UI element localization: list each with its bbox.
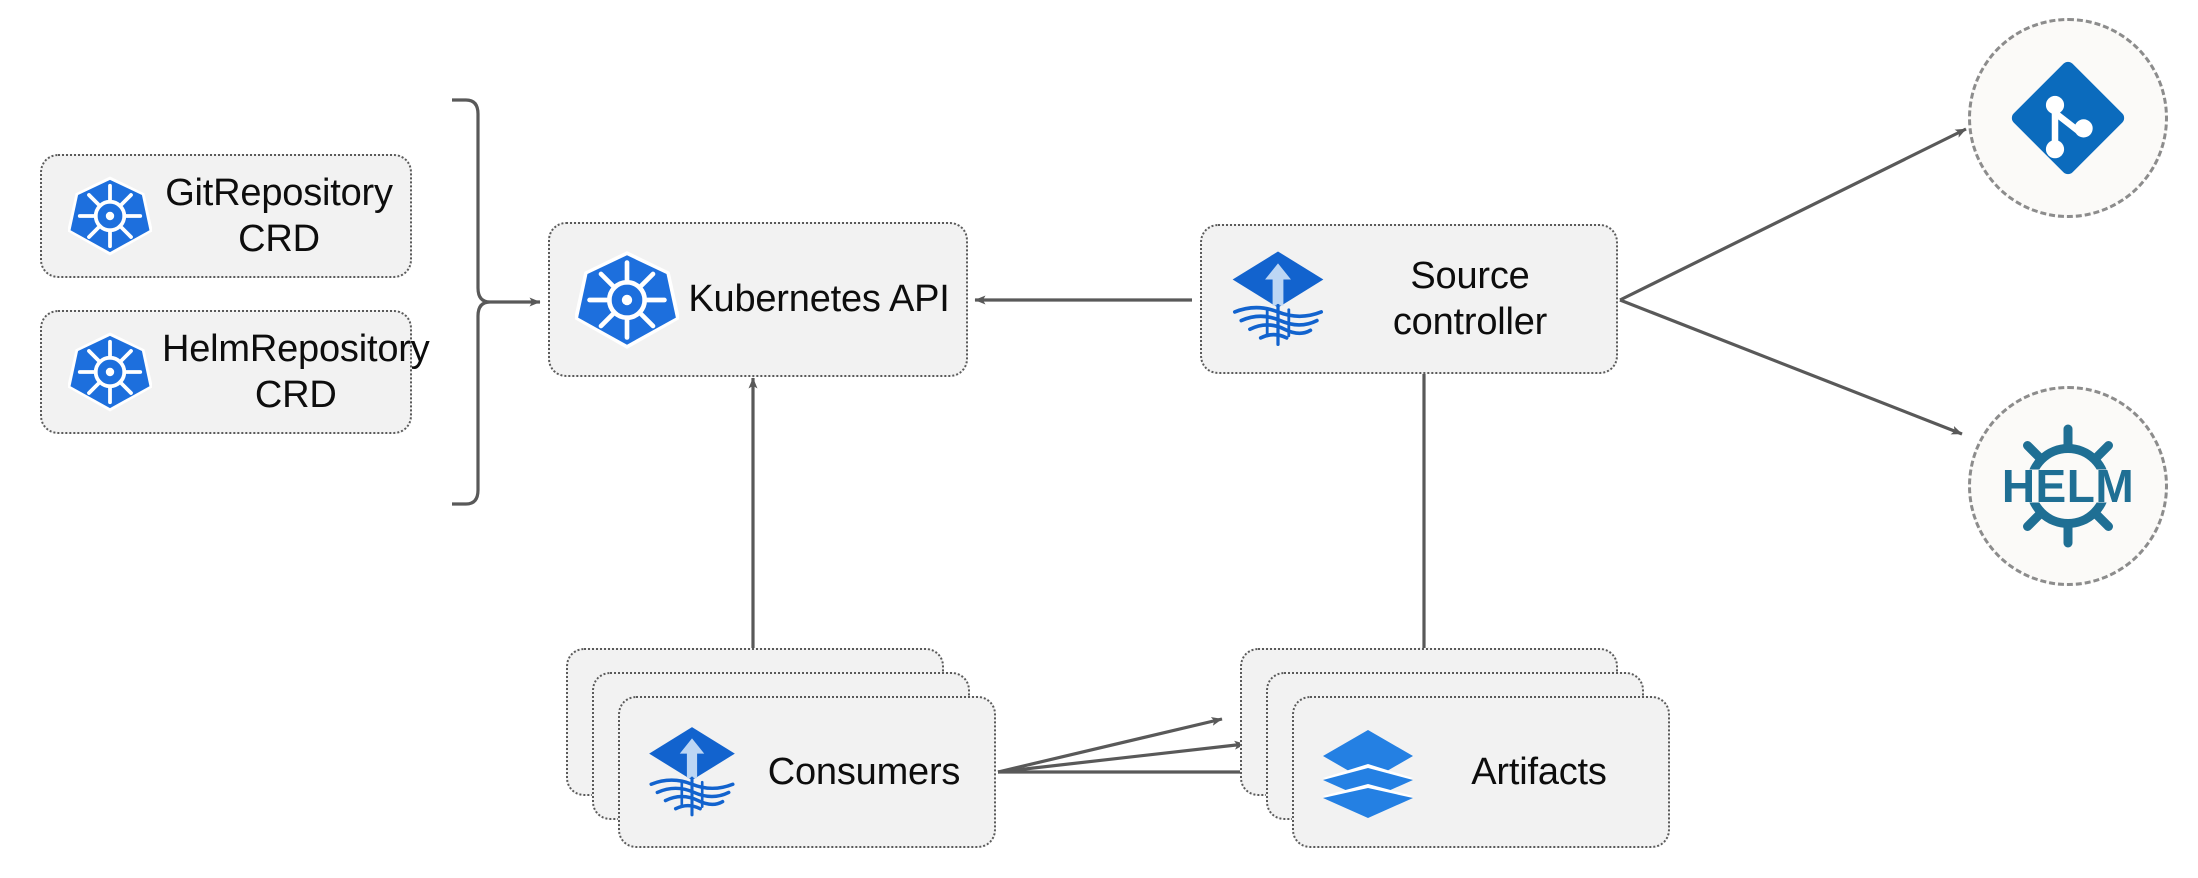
git-icon bbox=[2003, 53, 2133, 183]
node-kubernetes-api[interactable]: Kubernetes API bbox=[548, 222, 968, 377]
node-label: Kubernetes API bbox=[688, 278, 950, 321]
helm-wordmark: HELM bbox=[2001, 460, 2135, 512]
node-label: Consumers bbox=[767, 750, 961, 793]
flux-icon bbox=[1218, 239, 1338, 359]
edge-consumers-to-artifact-top bbox=[997, 717, 1223, 774]
kubernetes-icon bbox=[568, 241, 686, 359]
node-git-provider[interactable] bbox=[1968, 18, 2168, 218]
crd-group-brace bbox=[452, 98, 491, 506]
node-git-repository-crd[interactable]: GitRepository CRD bbox=[40, 154, 412, 278]
node-consumers[interactable]: Consumers bbox=[618, 696, 996, 848]
node-helm-repository-crd[interactable]: HelmRepository CRD bbox=[40, 310, 430, 434]
node-artifacts[interactable]: Artifacts bbox=[1292, 696, 1670, 848]
node-label: Artifacts bbox=[1471, 750, 1607, 793]
node-helm-provider[interactable]: HELM bbox=[1968, 386, 2168, 586]
edge-consumers-to-artifact-mid bbox=[997, 740, 1246, 774]
flux-icon bbox=[636, 716, 748, 828]
node-label: HelmRepository CRD bbox=[162, 327, 430, 416]
layers-icon bbox=[1312, 716, 1424, 828]
node-source-controller[interactable]: Source controller bbox=[1200, 224, 1618, 374]
node-label: GitRepository CRD bbox=[165, 171, 393, 260]
edge-source-to-helm bbox=[1619, 298, 1963, 436]
node-label: Source controller bbox=[1392, 254, 1548, 343]
edge-source-to-git bbox=[1619, 127, 1967, 302]
helm-icon: HELM bbox=[1993, 411, 2143, 561]
kubernetes-icon bbox=[58, 164, 162, 268]
kubernetes-icon bbox=[58, 320, 162, 424]
